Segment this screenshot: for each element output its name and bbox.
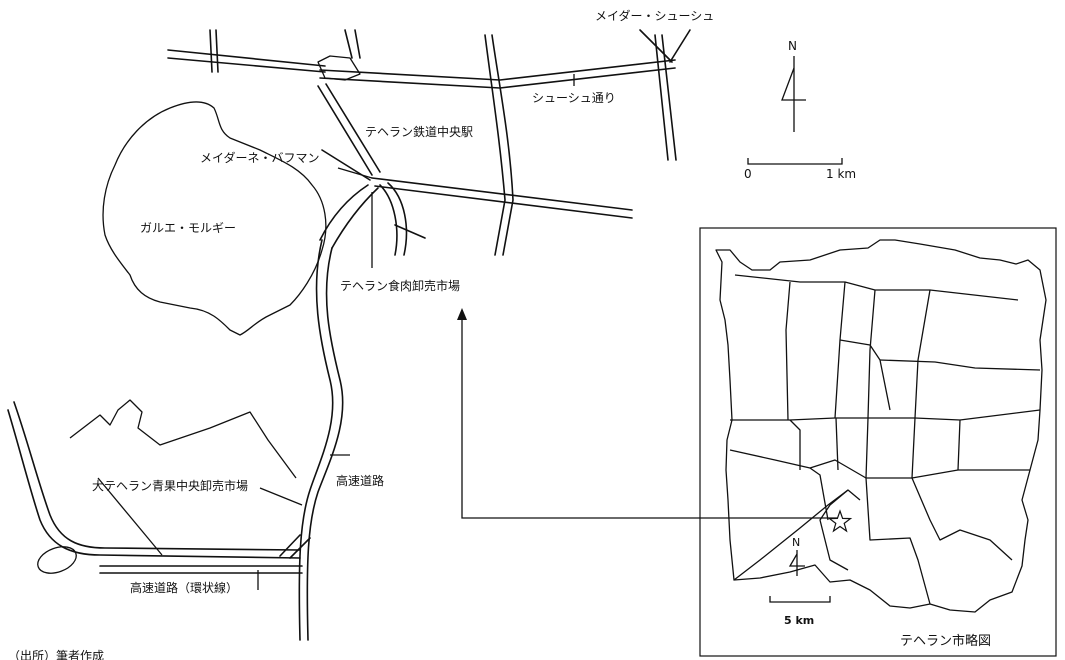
label-source: （出所）筆者作成 <box>8 649 104 660</box>
road-bafman-se <box>379 184 398 256</box>
expressway-west <box>298 239 334 641</box>
market-location-star <box>827 509 853 533</box>
inset-arrow-head <box>457 308 467 320</box>
inset-district-13 <box>819 489 849 571</box>
inset-district-4 <box>834 281 846 419</box>
label-expressway: 高速道路 <box>336 473 384 488</box>
inset-district-7 <box>839 339 891 411</box>
inset-frame <box>699 227 1057 657</box>
inset-district-14 <box>865 477 931 605</box>
inset-title: テヘラン市略図 <box>900 633 991 649</box>
compass-inset-arrow <box>788 553 805 567</box>
label-garue-morugi: ガルエ・モルギー <box>140 221 236 235</box>
road-station-stub <box>344 29 353 59</box>
road-bafman-ew-b <box>374 185 633 219</box>
road-nw-stub-2 <box>215 29 219 73</box>
inset-district-9 <box>957 419 1030 471</box>
ring-ramp <box>279 534 301 557</box>
compass-inset: N <box>788 536 805 576</box>
inset-district-8 <box>879 359 1041 371</box>
road-bafman-ew-a <box>371 177 633 211</box>
compass-inset-letter: N <box>792 536 800 549</box>
inset-district-3 <box>785 281 791 421</box>
road-bafman-s-a <box>319 184 369 241</box>
road-top-left-a <box>167 49 326 67</box>
road-nw-stub <box>209 29 213 73</box>
label-meat-market: テヘラン食肉卸売市場 <box>340 278 460 293</box>
road-bafman-e-stub <box>394 224 426 239</box>
scale-main-zero: 0 <box>744 167 752 181</box>
road-diag-station-2 <box>325 83 381 173</box>
road-east-vert-b <box>661 34 677 161</box>
scale-main-bar <box>747 158 843 165</box>
scale-main: 0 1 km <box>744 158 856 181</box>
road-ne-diag-2 <box>669 29 691 63</box>
scale-inset: 5 km <box>769 596 831 627</box>
road-station-north <box>319 59 676 81</box>
inset-city-outline <box>715 239 1047 613</box>
inset-arrow-line <box>461 320 838 519</box>
road-station-stub-2 <box>354 29 361 59</box>
inset-district-16 <box>789 419 801 470</box>
inset-district-11 <box>809 467 829 521</box>
road-east-vert-a <box>654 34 669 161</box>
road-bafman-se-2 <box>387 182 408 256</box>
garue-morugi-outline <box>102 101 327 336</box>
leader-bafman <box>337 167 373 179</box>
inset-district-1 <box>734 274 1019 301</box>
inset-district-2 <box>730 409 1041 421</box>
compass-main-letter: N <box>788 39 797 53</box>
ring-expressway-n <box>7 409 301 559</box>
inset-district-15 <box>911 477 1013 561</box>
road-ne-diag <box>639 29 673 63</box>
road-top-left-b <box>167 57 326 73</box>
leader-produce-market-2 <box>259 487 303 506</box>
road-shush-vert-b <box>491 34 514 256</box>
road-shush-vert-a <box>484 34 506 256</box>
label-produce-market: 大テヘラン青果中央卸売市場 <box>92 478 248 493</box>
scale-inset-label: 5 km <box>784 614 814 627</box>
label-tehran-station: テヘラン鉄道中央駅 <box>365 124 473 139</box>
road-diag-station <box>317 85 373 176</box>
compass-main: N <box>781 39 806 132</box>
inset-district-5 <box>865 289 876 479</box>
scale-main-one: 1 km <box>826 167 856 181</box>
expressway-east <box>306 247 344 641</box>
inset-map: N 5 km テヘラン市略図 <box>699 227 1057 657</box>
leader-produce-market <box>97 477 163 556</box>
label-meidar-shush: メイダー・シューシュ <box>595 8 714 23</box>
inset-district-12 <box>733 489 861 581</box>
ring-ramp-2 <box>289 537 311 559</box>
label-meidane-bafman: メイダーネ・バフマン <box>200 150 320 165</box>
label-shush-street: シューシュ通り <box>532 91 616 105</box>
inset-district-6 <box>911 289 931 479</box>
compass-main-arrow <box>781 67 806 101</box>
scale-inset-bar <box>769 596 831 603</box>
ring-loop <box>37 546 77 574</box>
ring-expressway-s <box>13 401 301 551</box>
road-bafman-s-b <box>331 187 379 249</box>
station-block <box>317 55 361 81</box>
main-map: メイダー・シューシュ シューシュ通り テヘラン鉄道中央駅 メイダーネ・バフマン … <box>7 8 856 660</box>
inset-district-17 <box>835 417 839 471</box>
label-ring-expressway: 高速道路（環状線） <box>130 580 238 595</box>
produce-market-outline <box>69 399 297 479</box>
inset-district-10 <box>729 449 959 479</box>
